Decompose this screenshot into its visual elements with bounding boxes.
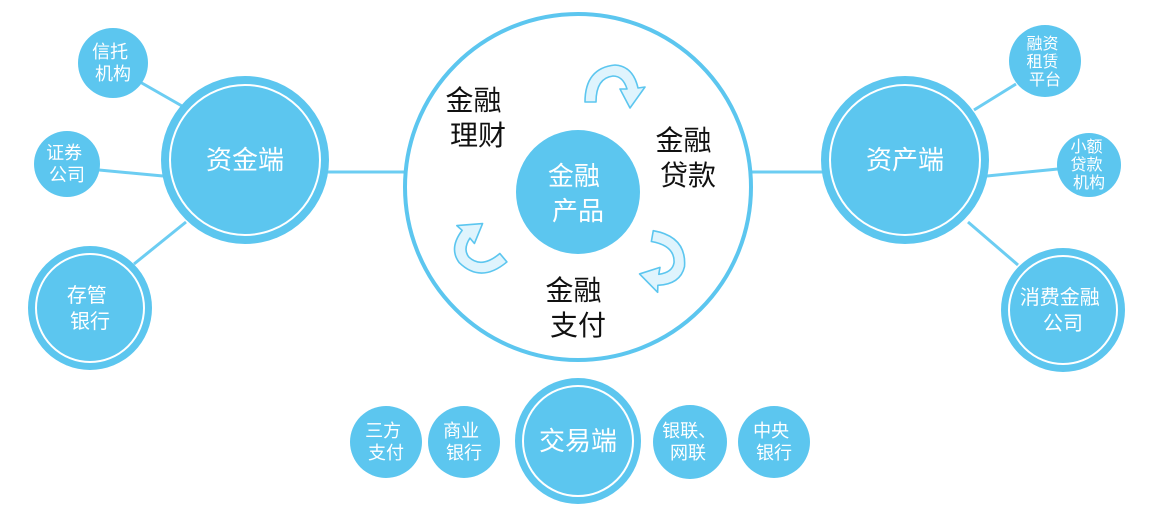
jiaoyi-node-ring (522, 385, 634, 497)
connectors (98, 80, 1059, 267)
label-line: 银行 (70, 309, 110, 333)
xintuo-node-circle (78, 28, 148, 98)
label-line: 理财 (450, 119, 506, 152)
label-line: 贷款 (660, 159, 716, 192)
connector-rongzi-zichan (973, 82, 1017, 112)
label-line: 支付 (368, 443, 404, 464)
label-line: 金融 (446, 84, 502, 117)
xiaofei-node: 消费金融 公司 (1001, 248, 1125, 372)
label-line: 银联、 (662, 421, 716, 442)
label-line: 租赁 (1026, 52, 1058, 71)
curved-arrow-icon (584, 64, 646, 109)
shangye-label: 商业 银行 (443, 421, 485, 464)
xiaoe-node-circle (1057, 133, 1121, 197)
yinlian-node: 银联、 网联 (653, 405, 727, 479)
curved-arrow-icon (638, 229, 686, 294)
zhongyang-node-circle (738, 406, 810, 478)
label-line: 金融 (656, 124, 712, 157)
rongzi-node: 融资 租赁 平台 (1009, 25, 1081, 97)
xiaofei-label: 消费金融 公司 (1020, 285, 1106, 335)
label-line: 证券 (46, 143, 82, 164)
label-line: 贷款 (1070, 155, 1102, 174)
label-line: 存管 (67, 283, 107, 307)
rongzi-node-circle (1009, 25, 1081, 97)
connector-xiaofei-zichan (967, 220, 1019, 267)
zijin-label: 资金端 (206, 146, 284, 176)
label-line: 中央 (753, 421, 789, 442)
label-line: 支付 (550, 309, 606, 342)
zhongyang-node: 中央 银行 (738, 406, 810, 478)
zichan-node: 资产端 (821, 76, 989, 244)
jiaoyi-node: 交易端 (515, 378, 641, 504)
jiaoyi-node-circle (515, 378, 641, 504)
label-line: 三方 (365, 421, 401, 442)
label-line: 金融 (546, 274, 602, 307)
sanfang-node: 三方 支付 (350, 406, 422, 478)
label-line: 消费金融 (1020, 285, 1100, 309)
label-line: 银行 (756, 443, 792, 464)
shangye-node: 商业 银行 (428, 406, 500, 478)
connector-xintuo-zijin (139, 80, 183, 108)
label-line: 网联 (670, 443, 706, 464)
center-node-label: 金融 产品 (548, 162, 608, 227)
cunguan-node-ring (35, 253, 145, 363)
shangye-node-circle (428, 406, 500, 478)
xintuo-label: 信托 机构 (92, 42, 134, 85)
label-line: 融资 (1026, 34, 1058, 53)
label-line: 公司 (49, 165, 85, 186)
connector-cunguan-zijin (133, 220, 187, 266)
xiaofei-node-circle (1001, 248, 1125, 372)
label-line: 银行 (446, 443, 482, 464)
zijin-node-ring (169, 84, 321, 236)
cunguan-label: 存管 银行 (67, 283, 113, 333)
label-line: 小额 (1070, 137, 1102, 156)
center-node: 金融 产品 (516, 130, 640, 254)
center-node-circle (516, 130, 640, 254)
sanfang-label: 三方 支付 (365, 421, 407, 464)
xiaoe-label: 小额 贷款 机构 (1070, 137, 1107, 192)
zijin-node: 资金端 (161, 76, 329, 244)
rongzi-label: 融资 租赁 平台 (1026, 34, 1063, 89)
label-line: 金融 (548, 162, 600, 192)
connector-xiaoe-zichan (986, 167, 1059, 178)
zhengquan-label: 证券 公司 (46, 143, 88, 186)
zijin-node-circle (161, 76, 329, 244)
zhongyang-label: 中央 银行 (753, 421, 795, 464)
label-line: 平台 (1029, 70, 1061, 89)
curved-arrow-icon (453, 222, 508, 274)
cunguan-node-circle (28, 246, 152, 370)
zhengquan-node: 证券 公司 (34, 131, 100, 197)
zichan-node-ring (829, 84, 981, 236)
connector-zhengquan-zijin (98, 168, 164, 178)
sanfang-node-circle (350, 406, 422, 478)
label-line: 机构 (95, 64, 131, 85)
xiaofei-node-ring (1008, 255, 1118, 365)
xiaoe-node: 小额 贷款 机构 (1057, 133, 1121, 197)
product-zhifu: 金融 支付 (546, 274, 611, 342)
zichan-label: 资产端 (866, 146, 944, 176)
cycle-arrows (453, 64, 686, 294)
label-line: 信托 (92, 42, 128, 63)
zhengquan-node-circle (34, 131, 100, 197)
jiaoyi-label: 交易端 (539, 427, 617, 457)
label-line: 产品 (552, 197, 604, 227)
yinlian-node-circle (653, 405, 727, 479)
label-line: 机构 (1073, 173, 1105, 192)
product-daikuan: 金融 贷款 (656, 124, 721, 192)
product-licai: 金融 理财 (446, 84, 511, 152)
xintuo-node: 信托 机构 (78, 28, 148, 98)
cunguan-node: 存管 银行 (28, 246, 152, 370)
zichan-node-circle (821, 76, 989, 244)
yinlian-label: 银联、 网联 (662, 421, 722, 464)
label-line: 公司 (1043, 311, 1083, 335)
label-line: 商业 (443, 421, 479, 442)
